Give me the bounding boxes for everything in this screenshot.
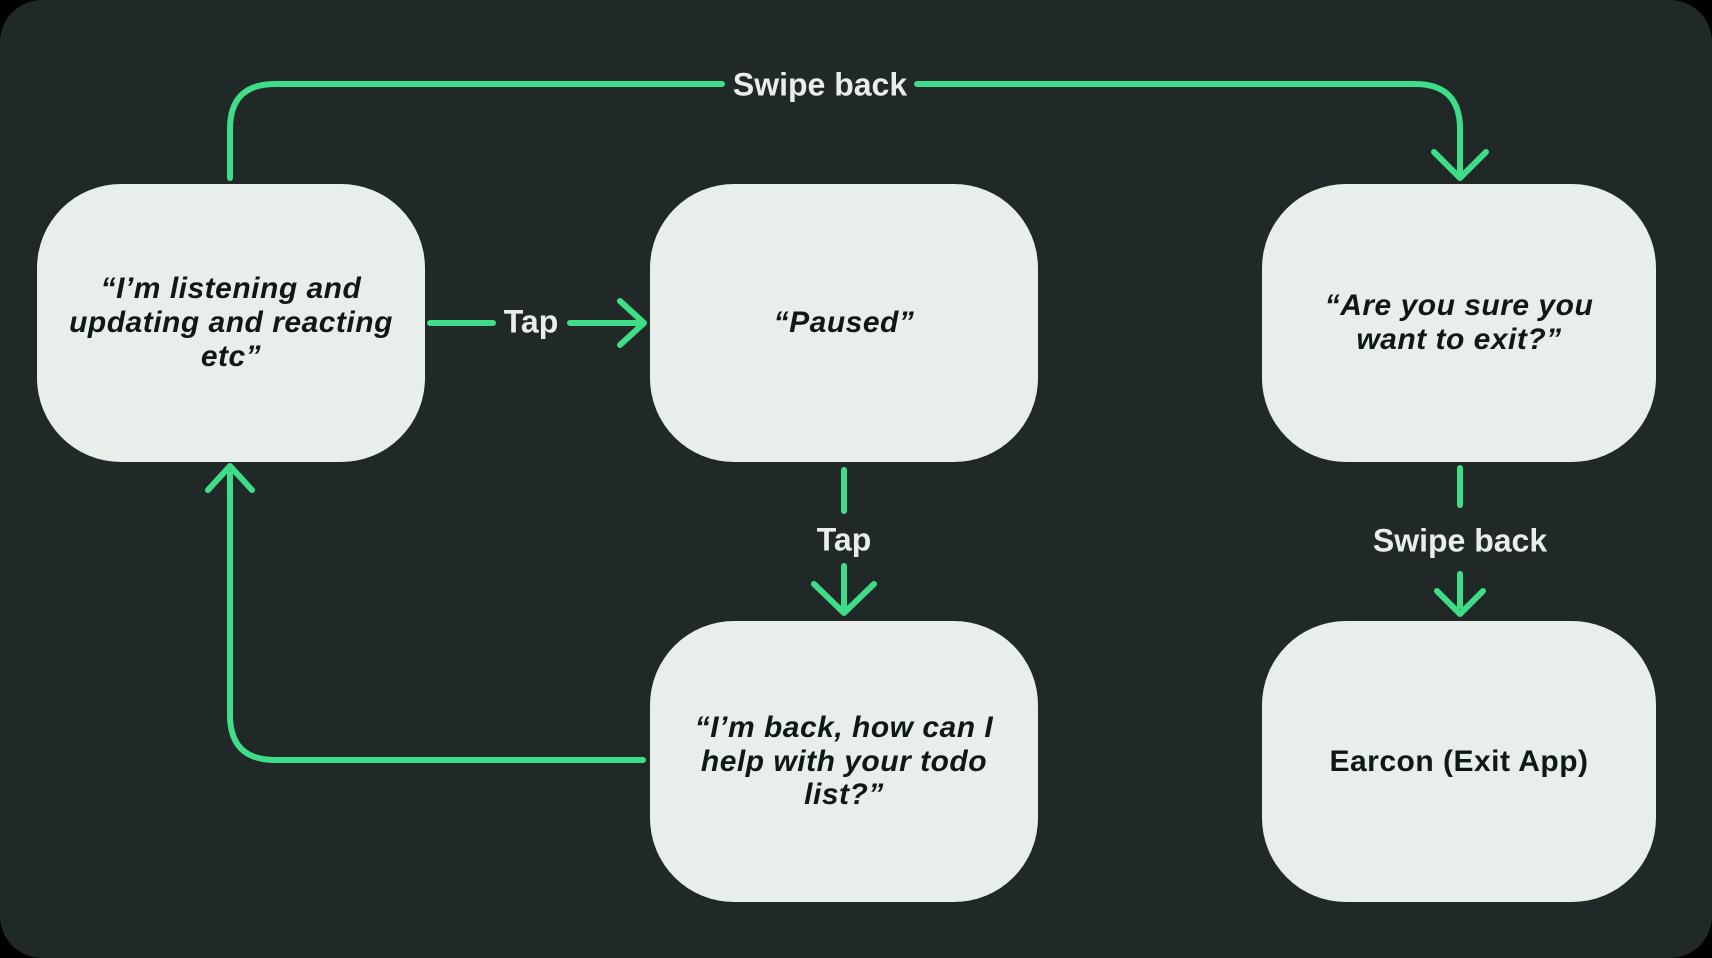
node-back: “I’m back, how can I help with your todo… <box>650 621 1038 902</box>
edge-tap-right <box>427 298 647 348</box>
edge-label-tap-right: Tap <box>503 303 559 340</box>
edge-line <box>227 471 646 763</box>
arrowhead-right-icon <box>617 298 647 348</box>
arrowhead-down-icon <box>1431 149 1489 181</box>
edge-return-loop <box>205 463 646 763</box>
edge-label-swipe-back-down: Swipe back <box>1372 522 1548 559</box>
arrowhead-down-icon <box>1434 588 1486 617</box>
node-paused: “Paused” <box>650 184 1038 462</box>
arrowhead-down-icon <box>811 581 877 616</box>
edge-swipe-back-down <box>1434 465 1486 617</box>
node-earcon-exit-app: Earcon (Exit App) <box>1262 621 1656 902</box>
edge-label-swipe-back-top: Swipe back <box>732 66 908 103</box>
edge-line <box>227 81 725 181</box>
edge-tap-down <box>811 467 877 616</box>
node-exit-confirm: “Are you sure you want to exit?” <box>1262 184 1656 462</box>
edge-line <box>914 81 1463 174</box>
arrowhead-up-icon <box>205 463 255 493</box>
node-listening: “I’m listening and updating and reacting… <box>37 184 425 462</box>
edge-swipe-back-top <box>227 81 1489 181</box>
edge-label-tap-down: Tap <box>816 521 872 558</box>
